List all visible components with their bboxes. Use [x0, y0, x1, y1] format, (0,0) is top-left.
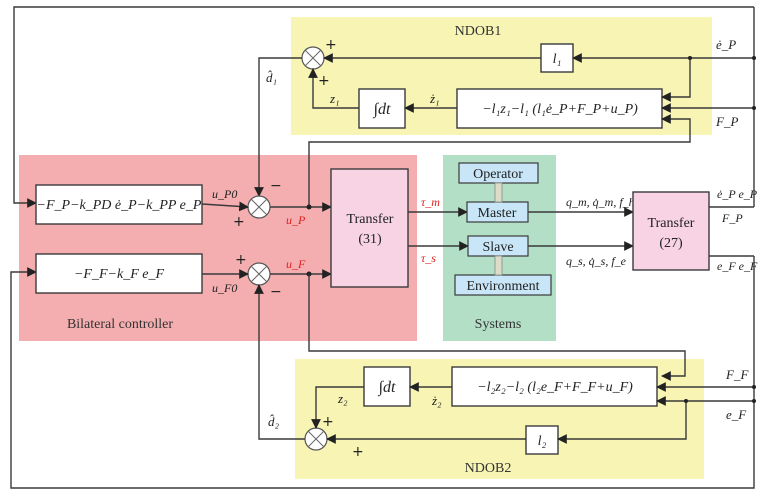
- ndob1-equation-label: −l₁z₁−l₁ (l₁ė_P+F_P+u_P): [482, 102, 638, 117]
- slave-output-label: q_s, q̇_s, f_e: [566, 254, 627, 268]
- position-controller-label: −F_P−k_PD ė_P−k_PP e_P: [37, 198, 202, 213]
- transfer31-block: [330, 168, 409, 288]
- d2hat-line: [254, 284, 305, 440]
- ndob2-label: NDOB2: [465, 461, 512, 476]
- transfer31-line1: Transfer: [347, 212, 394, 227]
- uP0-label: u_P0: [212, 187, 237, 201]
- eF-branch-l2: [557, 401, 687, 444]
- uP0-line: [201, 201, 249, 212]
- t27-out-FP-label: F_P: [721, 211, 743, 225]
- operator-master-link: [494, 182, 503, 203]
- sum-pos-plus: +: [233, 214, 245, 230]
- ndob2-gain-block: [525, 425, 559, 455]
- ndob2-plus-bottom: +: [352, 444, 364, 460]
- transfer27-line2: (27): [659, 236, 683, 251]
- environment-label: Environment: [466, 279, 539, 294]
- ndob2-integrator-label: ∫dt: [378, 379, 396, 397]
- uF-to-ndob2: [308, 274, 686, 381]
- slave-label: Slave: [482, 240, 513, 255]
- d1hat-line: [254, 57, 302, 197]
- t27-out-bottom-label: e_F e_F: [717, 259, 758, 273]
- sum-force-minus: −: [270, 284, 282, 300]
- z2-label: z₂: [337, 391, 348, 406]
- operator-label: Operator: [473, 167, 523, 182]
- sum-force-plus: +: [235, 252, 247, 268]
- tau-m-label: τ_m: [421, 195, 440, 209]
- edotP-branch-ndob1: [661, 58, 691, 102]
- z2-dot-label: ż₂: [431, 393, 442, 408]
- outer-feedback-top: [13, 6, 754, 208]
- uF-label: u_F: [286, 257, 306, 271]
- force-controller-block: [35, 253, 203, 294]
- ndob2-plus-top: +: [322, 414, 334, 430]
- ndob1-plus-left: +: [318, 73, 330, 89]
- ndob2-eF-label: e_F: [726, 407, 747, 422]
- uP-label: u_P: [286, 213, 306, 227]
- ndob1-edotP-label: ė_P: [716, 37, 736, 52]
- environment-block: [454, 274, 552, 296]
- z1-dot-label: ż₁: [429, 91, 440, 106]
- transfer27-block: [632, 191, 710, 271]
- z1-label: z₁: [329, 91, 340, 106]
- master-output-label: q_m, q̇_m, f_h: [566, 195, 635, 209]
- uF0-label: u_F0: [212, 281, 237, 295]
- ndob2-gain-label: l₂: [538, 434, 547, 449]
- force-controller-label: −F_F−k_F e_F: [74, 267, 164, 282]
- systems-label: Systems: [475, 317, 522, 332]
- ndob2-equation-block: [451, 366, 658, 407]
- z1-to-sum1: [308, 68, 359, 109]
- ndob1-FP-label: F_P: [715, 114, 738, 129]
- tau-s-label: τ_s: [421, 251, 436, 265]
- master-label: Master: [478, 206, 517, 221]
- bilateral-controller-label: Bilateral controller: [67, 317, 173, 332]
- ndob1-gain-label: l₁: [553, 52, 562, 67]
- ndob2-FF-label: F_F: [725, 367, 749, 382]
- d2-hat-label: d̂₂: [268, 414, 280, 429]
- transfer27-line1: Transfer: [648, 216, 695, 231]
- outer-feedback-bottom: [10, 267, 755, 489]
- sum-pos-minus: −: [270, 178, 282, 194]
- z2-to-sum2: [311, 386, 364, 429]
- slave-environment-link: [494, 255, 503, 276]
- ndob2-equation-label: −l₂z₂−l₂ (l₂e_F+F_F+u_F): [477, 380, 633, 395]
- d1-hat-label: d̂₁: [266, 70, 277, 85]
- transfer31-line2: (31): [358, 232, 382, 247]
- ndob1-integrator-label: ∫dt: [373, 101, 391, 119]
- uP-to-ndob1: [308, 114, 691, 207]
- t27-out-top-label: ė_P e_P: [717, 187, 758, 201]
- ndob1-label: NDOB1: [455, 24, 502, 39]
- ndob1-plus-top: +: [325, 37, 337, 53]
